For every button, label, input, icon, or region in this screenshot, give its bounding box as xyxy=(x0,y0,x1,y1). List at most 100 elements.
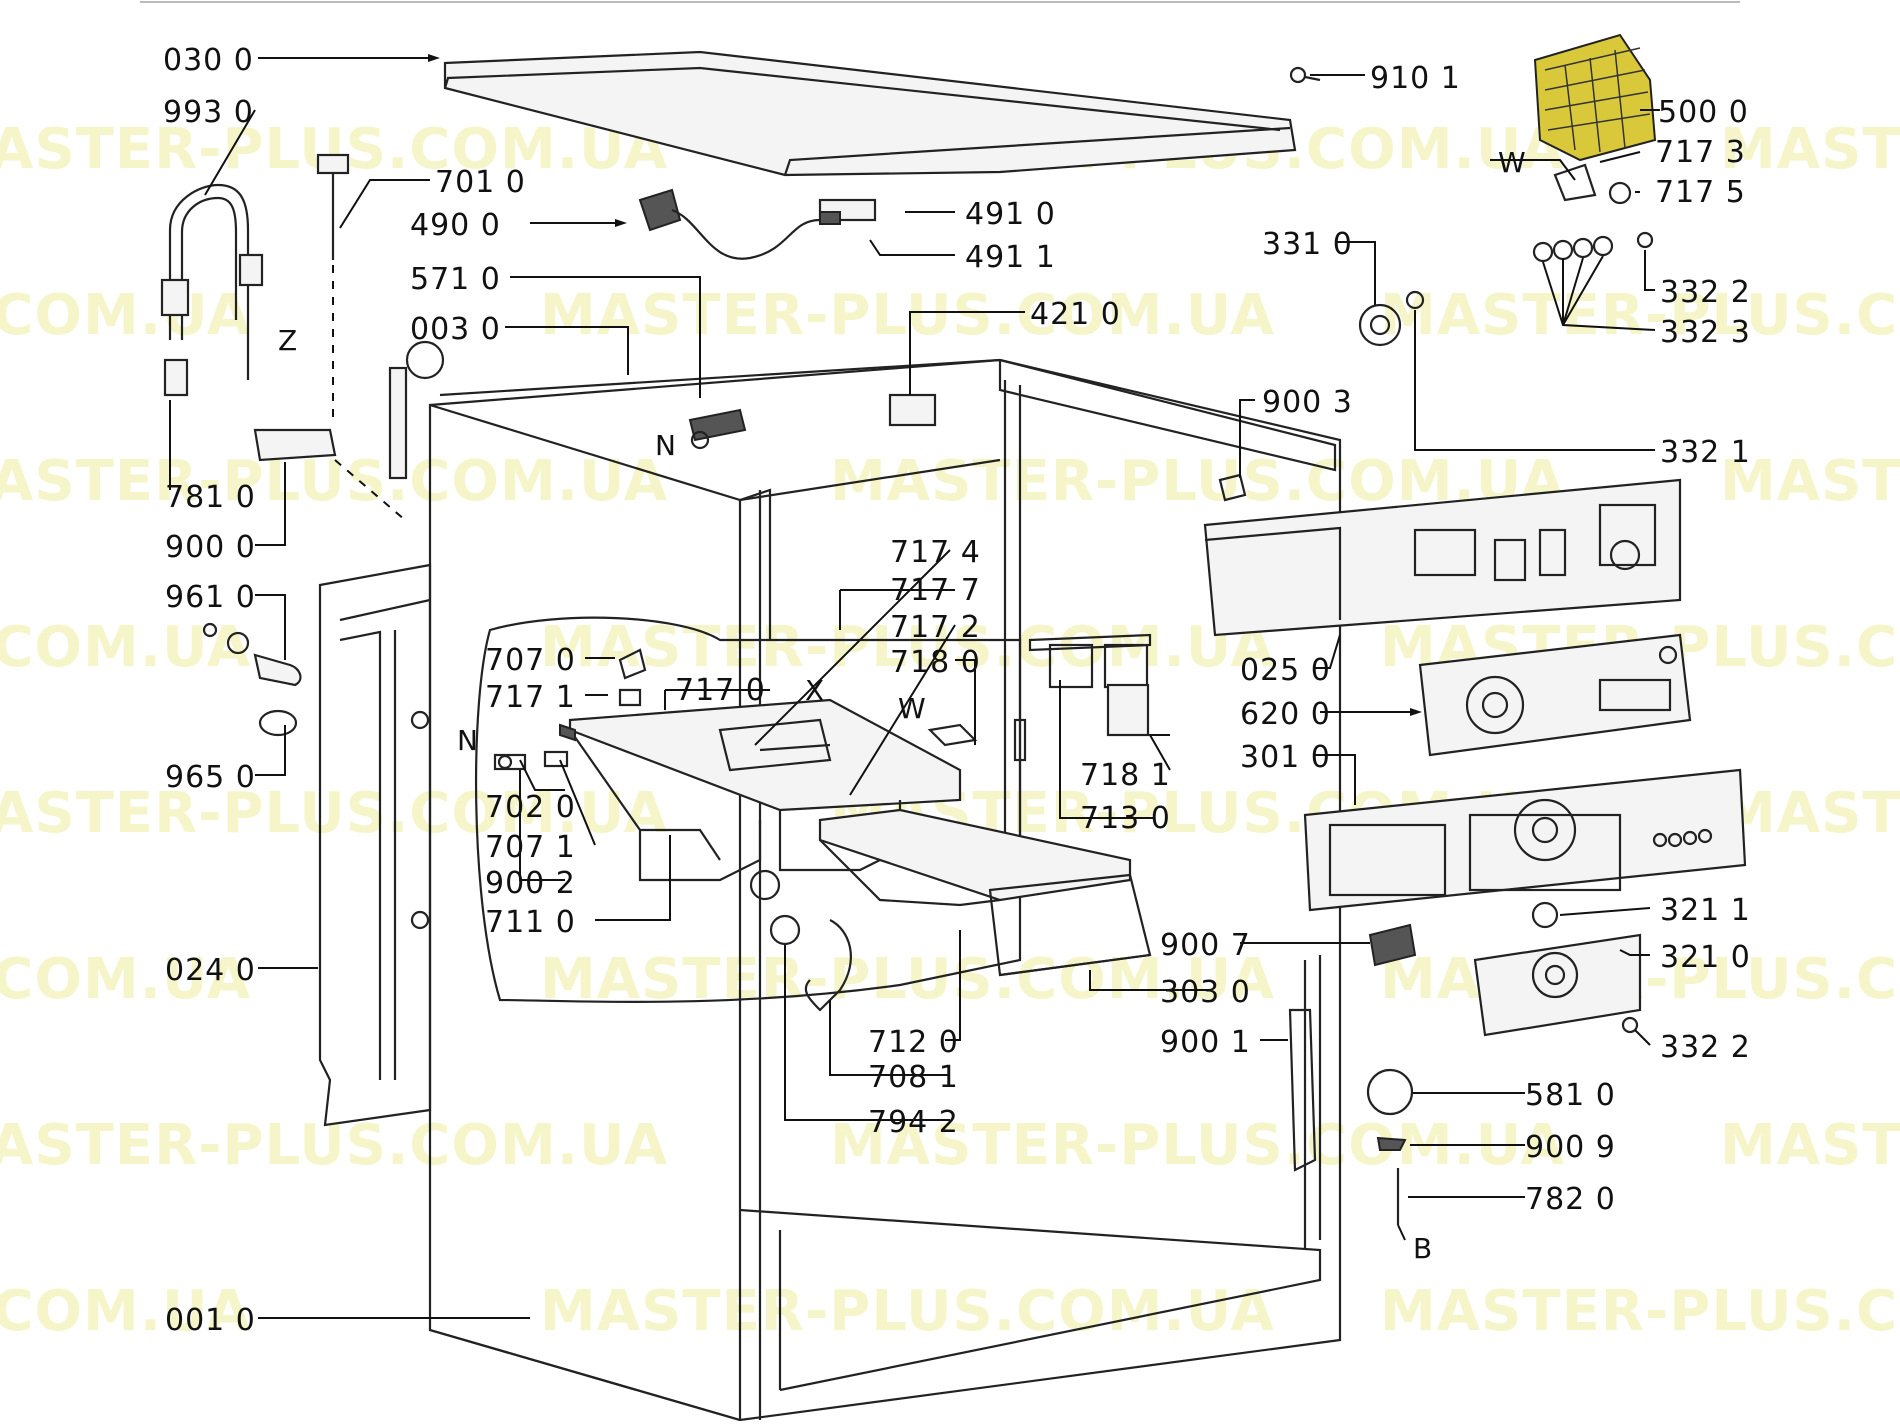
watermark-text: .COM.UA xyxy=(0,947,251,1012)
electronic-module xyxy=(1533,33,1657,162)
callout-782-0: 782 0 xyxy=(1525,1182,1616,1217)
side-panel xyxy=(318,563,432,1127)
control-board xyxy=(1418,633,1692,757)
front-panel xyxy=(1303,768,1747,912)
watermark-text: MASTER-PLUS.COM.UA xyxy=(1380,283,1900,348)
callout-024-0: 024 0 xyxy=(165,953,256,988)
watermark-text: .COM.UA xyxy=(0,1279,251,1344)
letter-w: W xyxy=(898,692,926,725)
door-clip xyxy=(1368,923,1417,967)
callout-900-3: 900 3 xyxy=(1262,385,1353,420)
detergent-drawer xyxy=(818,808,1152,977)
small-screw xyxy=(497,754,513,770)
screw xyxy=(1289,66,1321,84)
callout-321-0: 321 0 xyxy=(1660,940,1751,975)
callout-030-0: 030 0 xyxy=(163,43,254,78)
callout-717-1: 717 1 xyxy=(485,680,576,715)
top-lid xyxy=(443,50,1297,177)
callout-910-1: 910 1 xyxy=(1370,61,1461,96)
watermark-text: MASTE xyxy=(1720,1113,1900,1178)
knob-rod xyxy=(316,153,406,521)
clip-part xyxy=(1048,643,1094,689)
callout-711-0: 711 0 xyxy=(485,905,576,940)
leader-lines xyxy=(169,54,1660,1319)
callout-025-0: 025 0 xyxy=(1240,653,1331,688)
callout-717-2: 717 2 xyxy=(890,610,981,645)
callout-717-4: 717 4 xyxy=(890,535,981,570)
callout-332-2-top: 332 2 xyxy=(1660,275,1751,310)
small-bracket xyxy=(1553,163,1597,202)
callout-321-1: 321 1 xyxy=(1660,893,1751,928)
callout-301-0: 301 0 xyxy=(1240,740,1331,775)
watermark-text: ASTER-PLUS.COM.UA xyxy=(0,781,668,846)
callout-707-0: 707 0 xyxy=(485,643,576,678)
watermark-text: MASTER-PLUS.COM.UA xyxy=(540,615,1275,680)
inlet-hose xyxy=(160,183,264,397)
small-screw xyxy=(618,648,647,680)
seal-parts xyxy=(202,622,302,737)
callout-708-1: 708 1 xyxy=(868,1060,959,1095)
watermark-text: ASTER-PLUS.COM.UA xyxy=(0,449,668,514)
callout-331-0: 331 0 xyxy=(1262,227,1353,262)
small-screw xyxy=(493,753,527,771)
program-knob-center xyxy=(1369,314,1391,336)
hose-bracket xyxy=(253,428,337,462)
callout-labels: 030 0 993 0 701 0 490 0 571 0 003 0 781 … xyxy=(163,43,1751,1338)
callout-713-0: 713 0 xyxy=(1080,801,1171,836)
knob-cap xyxy=(1405,290,1425,310)
callout-781-0: 781 0 xyxy=(165,480,256,515)
letter-w: W xyxy=(1498,146,1526,179)
callout-900-1: 900 1 xyxy=(1160,1025,1251,1060)
mains-cable xyxy=(638,188,877,260)
letter-b: B xyxy=(1413,1232,1432,1265)
callout-712-0: 712 0 xyxy=(868,1025,959,1060)
callout-961-0: 961 0 xyxy=(165,580,256,615)
callout-003-0: 003 0 xyxy=(410,312,501,347)
callout-900-9: 900 9 xyxy=(1525,1130,1616,1165)
watermark-text: MASTE xyxy=(1720,117,1900,182)
callout-900-7: 900 7 xyxy=(1160,928,1251,963)
small-clip xyxy=(1218,473,1247,502)
callout-702-0: 702 0 xyxy=(485,790,576,825)
callout-001-0: 001 0 xyxy=(165,1303,256,1338)
letter-n: N xyxy=(655,429,676,462)
watermark-text: MASTER-PLUS.COM.UA xyxy=(540,283,1275,348)
letter-x: X xyxy=(805,674,824,707)
small-screw xyxy=(618,688,642,707)
terminal-block xyxy=(688,408,747,450)
watermark-text: MASTE xyxy=(1720,781,1900,846)
callout-571-0: 571 0 xyxy=(410,262,501,297)
callout-332-3: 332 3 xyxy=(1660,315,1751,350)
clip-part xyxy=(1106,683,1150,737)
watermark-text: MASTER-PLUS.COM.UA xyxy=(1380,1279,1900,1344)
callout-993-0: 993 0 xyxy=(163,95,254,130)
callout-491-0: 491 0 xyxy=(965,197,1056,232)
small-screw xyxy=(543,750,569,768)
inlet-valve xyxy=(388,340,445,480)
callout-900-2: 900 2 xyxy=(485,866,576,901)
callout-490-0: 490 0 xyxy=(410,208,501,243)
callout-718-0: 718 0 xyxy=(890,645,981,680)
callout-717-5: 717 5 xyxy=(1655,175,1746,210)
callout-900-0: 900 0 xyxy=(165,530,256,565)
bracket-part xyxy=(927,723,978,747)
callout-421-0: 421 0 xyxy=(1030,297,1121,332)
letter-z: Z xyxy=(278,324,297,357)
bellows-hose xyxy=(804,919,852,1012)
watermark-text: MASTER-PLUS.COM.UA xyxy=(540,1279,1275,1344)
callout-717-0: 717 0 xyxy=(675,673,766,708)
door-lever xyxy=(1288,1008,1317,1172)
callout-491-1: 491 1 xyxy=(965,240,1056,275)
interference-filter xyxy=(888,393,937,427)
rod-part xyxy=(1013,718,1027,762)
callout-965-0: 965 0 xyxy=(165,760,256,795)
dispenser-housing xyxy=(559,698,962,901)
watermark-text: MASTE xyxy=(1720,449,1900,514)
cutaway-outline xyxy=(474,616,1022,1004)
small-washer xyxy=(1608,181,1632,205)
watermark-text: .COM.UA xyxy=(0,283,251,348)
callout-707-1: 707 1 xyxy=(485,830,576,865)
button-set xyxy=(1532,231,1654,263)
selector-knob xyxy=(1531,901,1559,929)
